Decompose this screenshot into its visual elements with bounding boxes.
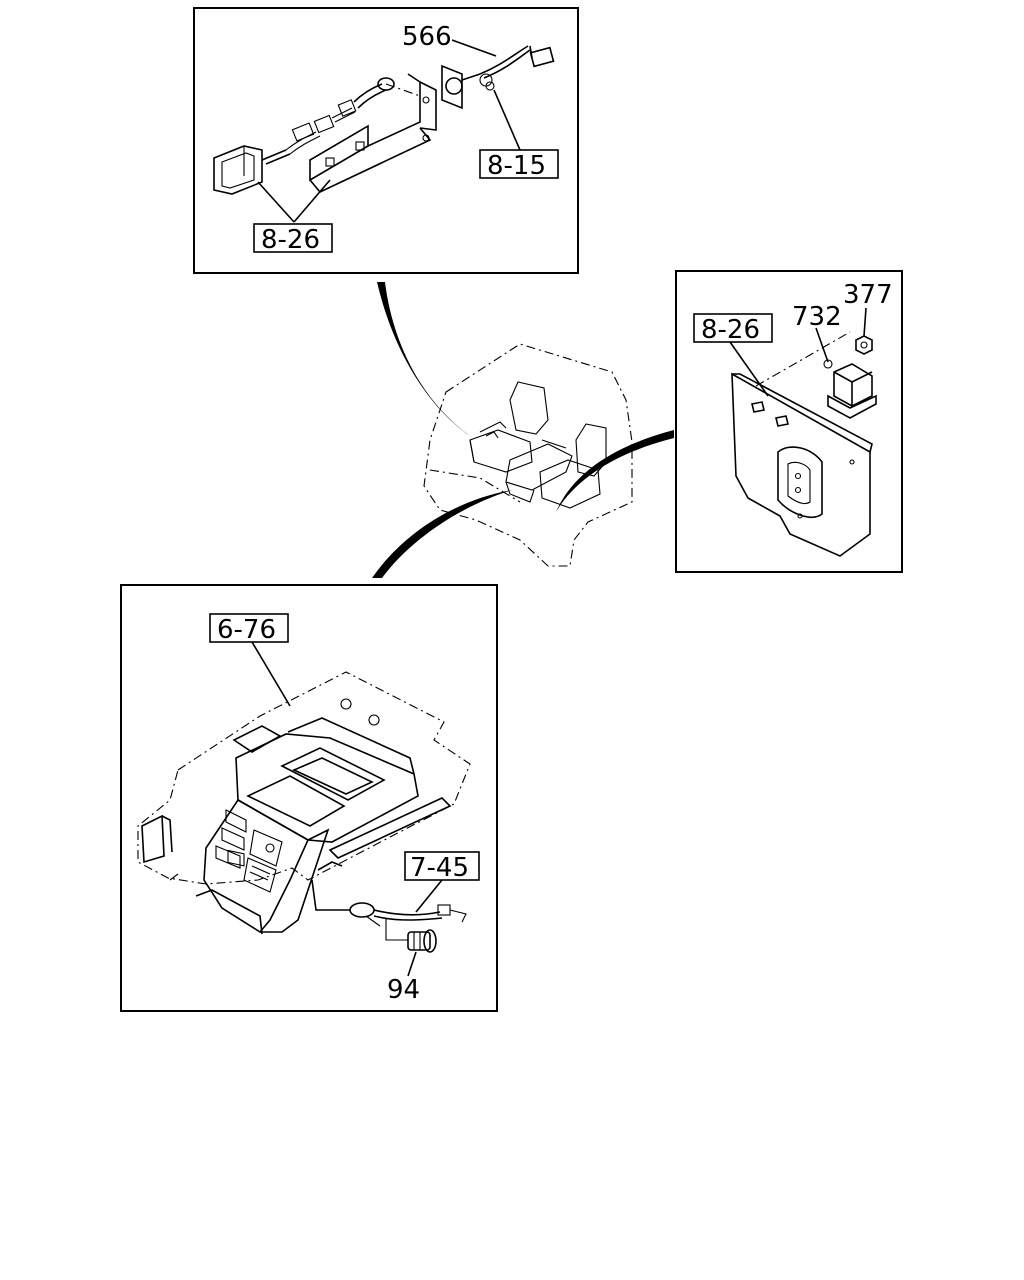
right-detail-panel: 377 732 8-26: [675, 270, 903, 573]
nut-377: [855, 335, 873, 355]
cab-right-seat: [539, 423, 607, 509]
callout-566: 566: [402, 22, 452, 52]
callout-8-15-box: [479, 149, 559, 179]
callout-8-26-top: 8-26: [261, 225, 320, 255]
leader-6-76: [251, 641, 291, 707]
leader-94: [407, 951, 417, 977]
leader-7-45: [415, 879, 443, 913]
leader-8-26-right: [729, 341, 769, 397]
relay-732: [823, 359, 877, 419]
pointer-to-bottom-panel: [372, 490, 512, 578]
pointer-to-top-panel: [377, 282, 470, 436]
callout-7-45: 7-45: [410, 853, 469, 883]
callout-732: 732: [792, 302, 842, 332]
leader-8-15: [493, 89, 521, 151]
callout-377: 377: [843, 280, 893, 310]
callout-8-26-right: 8-26: [701, 315, 760, 345]
cable-assembly: [261, 77, 395, 165]
cab-center-console: [479, 421, 573, 503]
leader-377: [863, 307, 867, 337]
cab-left-seat: [469, 381, 549, 473]
callout-6-76: 6-76: [217, 615, 276, 645]
callout-8-15: 8-15: [487, 151, 546, 181]
sensor-566: [441, 45, 555, 110]
callout-7-45-box: [404, 851, 480, 881]
callout-8-26-box-right: [693, 313, 773, 343]
harness-7-45: [311, 879, 467, 927]
leader-8-26-a: [257, 181, 295, 223]
cab-overview: [372, 282, 674, 578]
callout-94: 94: [387, 975, 420, 1005]
bottom-detail-panel: 6-76 7-45 94: [120, 584, 498, 1012]
callout-8-26-box-top: [253, 223, 333, 253]
callout-6-76-box: [209, 613, 289, 643]
bottom-panel-frame: [120, 584, 498, 1012]
leader-8-26-b: [293, 179, 331, 223]
leader-566: [451, 39, 497, 57]
remote-switch-pad: [213, 145, 263, 195]
top-panel-frame: [193, 7, 579, 274]
pointer-to-right-panel: [556, 430, 674, 512]
center-console-assembly: [137, 671, 471, 935]
top-detail-panel: 566 8-15 8-26: [193, 7, 579, 274]
clip-94: [385, 918, 437, 953]
leader-732: [815, 327, 829, 363]
mounting-bracket: [309, 73, 437, 193]
side-panel-plate: [731, 331, 873, 557]
right-panel-frame: [675, 270, 903, 573]
